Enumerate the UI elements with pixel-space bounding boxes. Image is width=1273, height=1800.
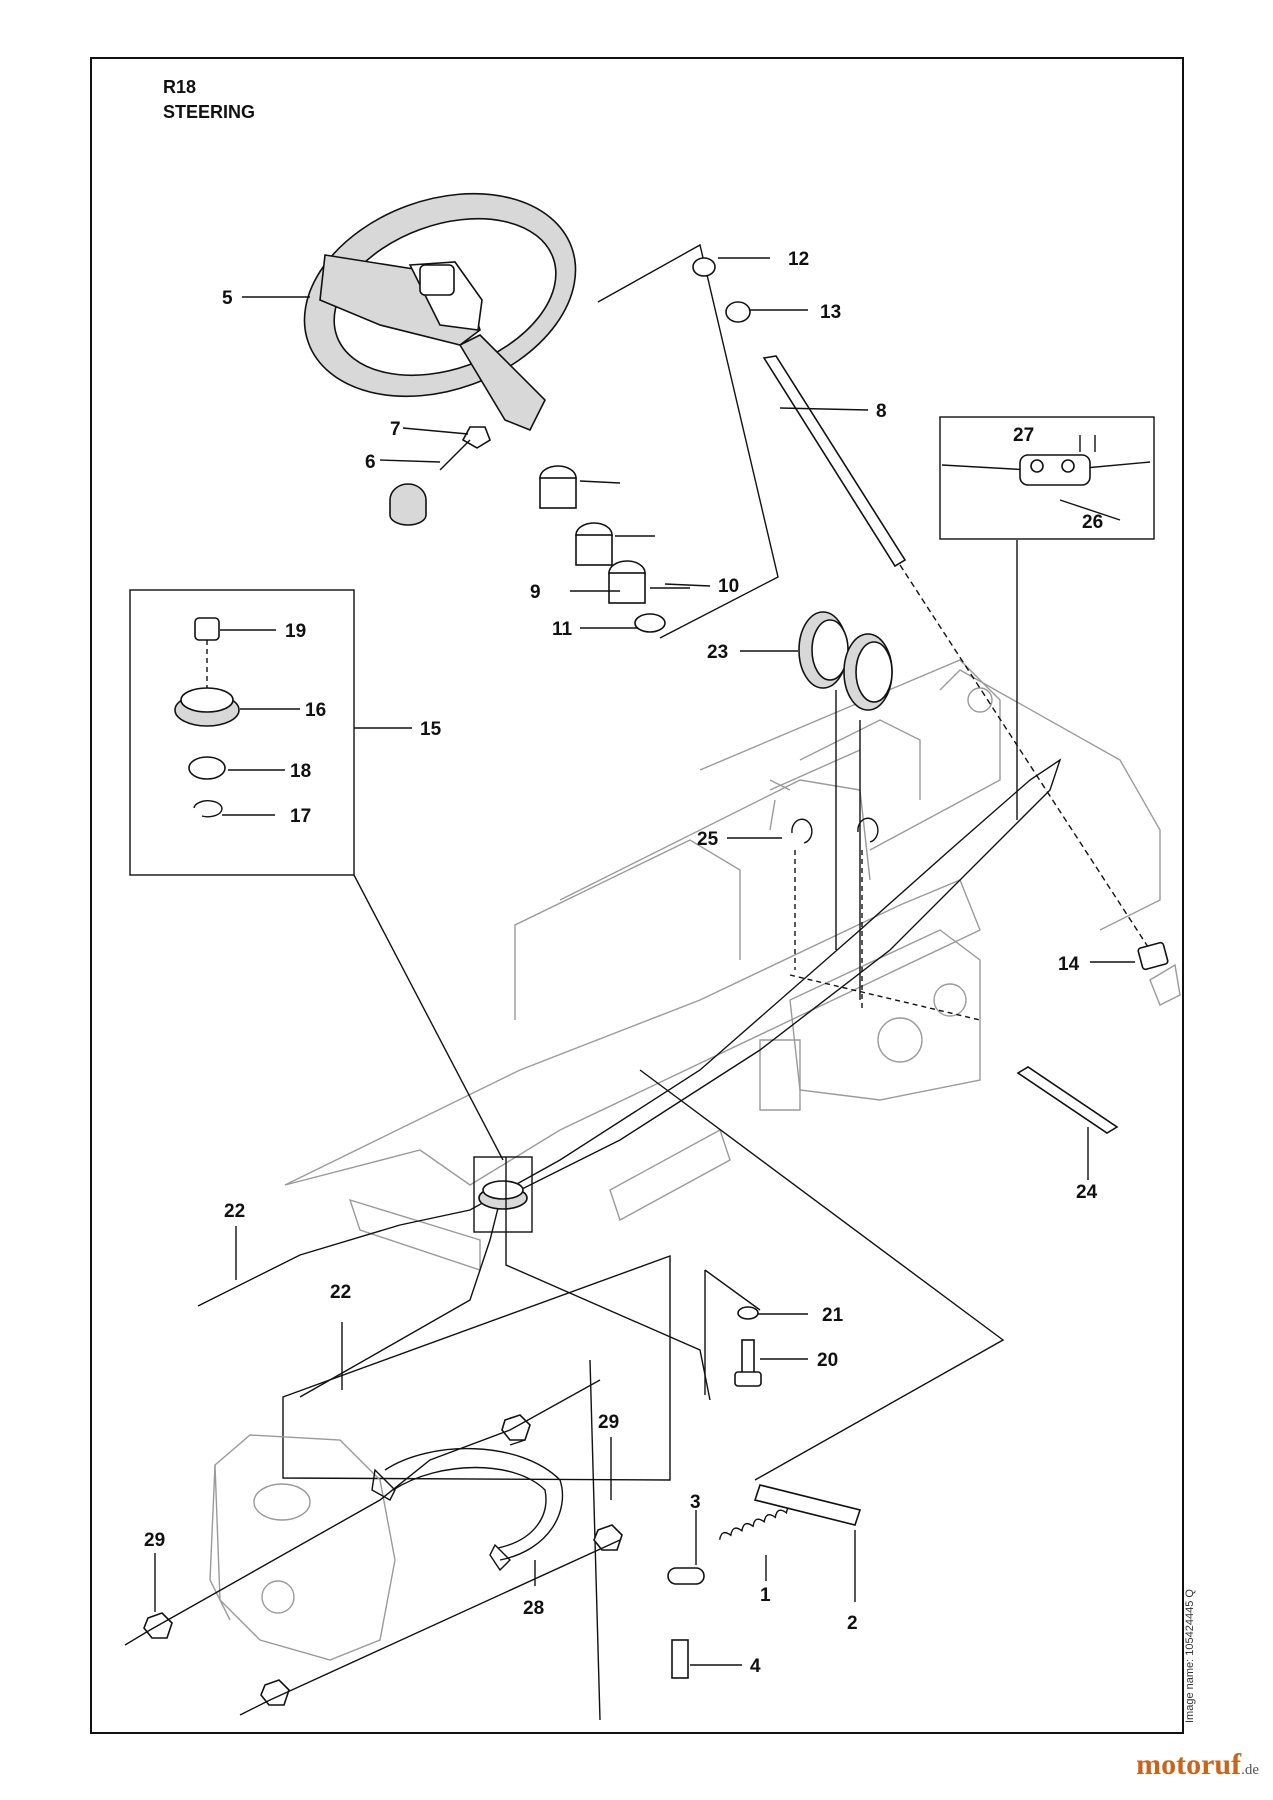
callout-20: 20: [817, 1350, 838, 1371]
callout-6: 6: [365, 452, 376, 473]
pulley-detail-box-15: [129, 589, 504, 1161]
callout-14: 14: [1058, 954, 1080, 975]
callout-labels: 5 7 6 9 10 11 12 13 8 23 25 19 16 18 17 …: [144, 249, 1103, 1677]
spring-1: [718, 1504, 798, 1540]
leader-lines: [154, 257, 1135, 1666]
callout-18: 18: [290, 761, 311, 782]
bolt-19: [194, 617, 220, 641]
callout-4: 4: [750, 1656, 761, 1677]
image-name-label: Image name: 105424445 Q: [1184, 1589, 1196, 1723]
callout-15: 15: [420, 719, 442, 740]
callout-5: 5: [222, 288, 233, 309]
bushing-13: [725, 301, 751, 323]
callout-28: 28: [523, 1598, 544, 1619]
diagram-frame: [90, 57, 1184, 1734]
steering-wheel: [303, 192, 577, 432]
callout-11: 11: [552, 619, 573, 640]
steering-cable: [197, 758, 1062, 1398]
lower-subassembly: [282, 1069, 1005, 1721]
callout-29a: 29: [598, 1412, 619, 1433]
circlip-17: [193, 800, 223, 818]
lever-2: [753, 1484, 862, 1526]
strap-28: [371, 1447, 564, 1572]
callout-12: 12: [788, 249, 809, 270]
callout-1: 1: [760, 1585, 771, 1606]
watermark-tld: .de: [1241, 1762, 1259, 1778]
callout-10: 10: [718, 576, 739, 597]
callout-9: 9: [530, 582, 541, 603]
cable-clamp-detail: [939, 416, 1155, 820]
nut-7: [461, 426, 491, 449]
callout-2: 2: [847, 1613, 858, 1634]
washer-11: [634, 613, 666, 633]
washer-21: [737, 1306, 759, 1320]
bearing-18: [188, 756, 226, 780]
clamp-26: [1019, 454, 1091, 486]
section-title: STEERING: [163, 102, 256, 122]
callout-23: 23: [707, 642, 728, 663]
clips-25: [789, 817, 981, 1021]
callout-13: 13: [820, 302, 841, 323]
cap-6: [389, 483, 427, 526]
callout-27: 27: [1013, 425, 1034, 446]
watermark-name: motoruf: [1136, 1748, 1242, 1781]
pulleys-23: [798, 611, 893, 1000]
callout-3: 3: [690, 1492, 701, 1513]
callout-19: 19: [285, 621, 306, 642]
callout-22a: 22: [224, 1201, 245, 1222]
callout-29b: 29: [144, 1530, 165, 1551]
pulley-location: [473, 1156, 533, 1233]
callout-26: 26: [1082, 512, 1103, 533]
gearbox: [209, 1434, 396, 1661]
callout-7: 7: [390, 419, 401, 440]
callout-22b: 22: [330, 1282, 351, 1303]
bolt-20: [734, 1371, 762, 1387]
link-3: [667, 1567, 705, 1585]
steering-column-parts: [389, 426, 690, 633]
nuts-29: [124, 1379, 623, 1716]
spring-lever-assembly: [667, 1484, 862, 1679]
screw-4: [671, 1639, 689, 1679]
bolt-14: [1137, 941, 1169, 971]
brand-logo-icon: [419, 264, 455, 296]
callout-21: 21: [822, 1305, 844, 1326]
screw-6: [439, 439, 471, 471]
callout-8: 8: [876, 401, 887, 422]
watermark-logo: motoruf.de: [1136, 1748, 1259, 1782]
callout-16: 16: [305, 700, 326, 721]
pin-24: [1016, 1066, 1119, 1134]
model-title: R18: [163, 77, 197, 97]
callout-17: 17: [290, 806, 311, 827]
bushing-12: [692, 257, 716, 277]
callout-24: 24: [1076, 1182, 1098, 1203]
chassis-outline: [284, 659, 1181, 1271]
callout-25: 25: [697, 829, 719, 850]
bolt-washer-20-21: [734, 1306, 762, 1387]
steering-shaft-8: [762, 355, 907, 568]
set-screws-10: [579, 480, 690, 589]
